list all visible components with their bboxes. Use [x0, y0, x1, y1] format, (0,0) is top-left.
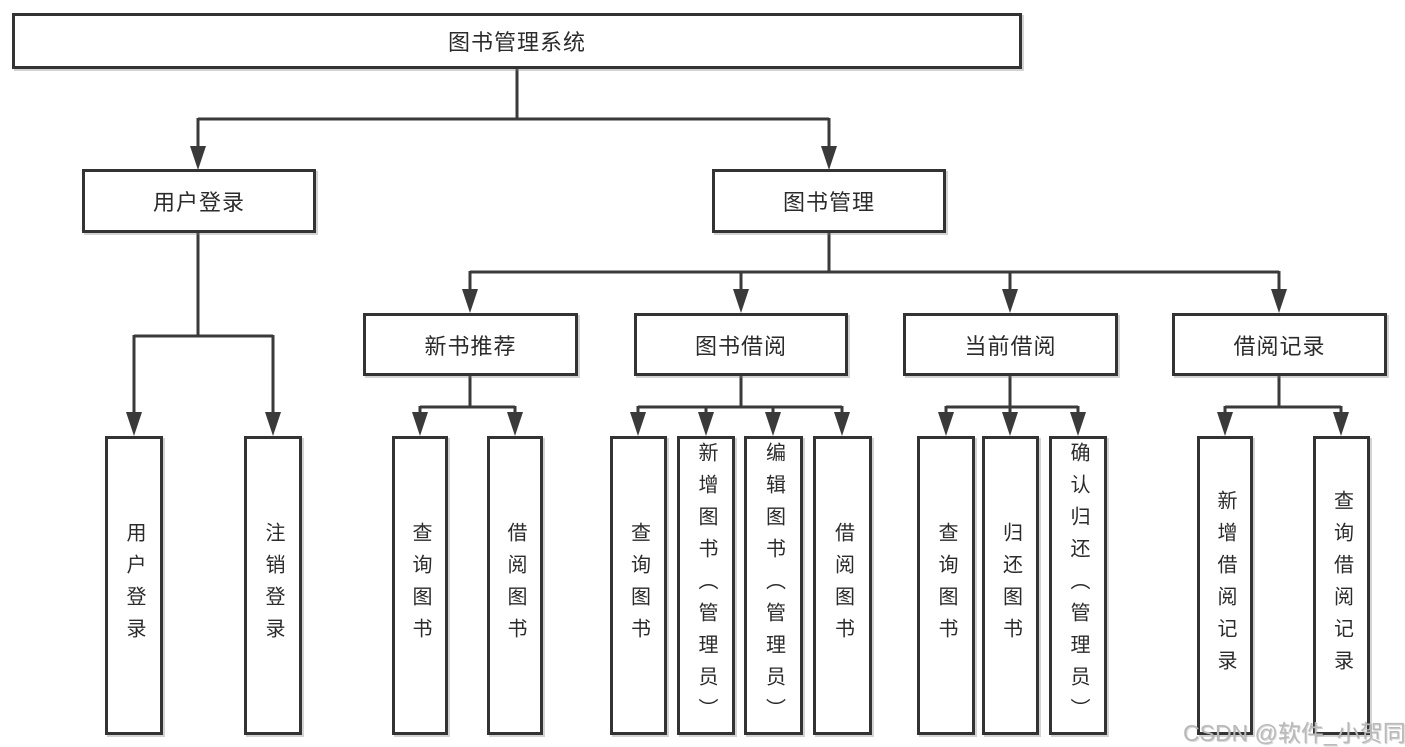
- leaf-return-books: 归还图书: [982, 436, 1039, 735]
- leaf-borrow-books-recommend-label: 借阅图书: [504, 521, 526, 650]
- leaf-query-borrow-record-label: 查询借阅记录: [1330, 489, 1353, 682]
- node-book-management-label: 图书管理: [782, 190, 875, 215]
- leaf-edit-books-admin-label: 编辑图书（管理员）: [762, 441, 785, 730]
- leaf-query-books-borrow-label: 查询图书: [627, 521, 650, 650]
- connector-user-login-branch: [126, 233, 281, 436]
- node-user-login: 用户登录: [82, 169, 316, 233]
- node-borrow-records-label: 借阅记录: [1233, 333, 1326, 359]
- leaf-confirm-return-admin: 确认归还（管理员）: [1049, 436, 1107, 735]
- leaf-user-login-label: 用户登录: [123, 521, 145, 650]
- connector-root-to-level2: [190, 68, 837, 170]
- connector-borrow-records-branch: [1217, 376, 1349, 436]
- leaf-logout-label: 注销登录: [262, 521, 284, 650]
- node-book-borrow: 图书借阅: [634, 313, 848, 376]
- leaf-add-borrow-record-label: 新增借阅记录: [1214, 489, 1236, 682]
- connector-current-borrow-branch: [938, 376, 1086, 436]
- node-user-login-label: 用户登录: [152, 190, 245, 215]
- node-borrow-records: 借阅记录: [1172, 313, 1387, 376]
- node-current-borrow: 当前借阅: [903, 313, 1118, 376]
- leaf-query-books-borrow: 查询图书: [610, 436, 667, 735]
- node-root: 图书管理系统: [12, 13, 1022, 69]
- leaf-user-login: 用户登录: [105, 436, 163, 735]
- node-new-book-recommend: 新书推荐: [363, 313, 578, 376]
- leaf-return-books-label: 归还图书: [999, 521, 1022, 650]
- leaf-query-books-current-label: 查询图书: [935, 521, 957, 650]
- leaf-edit-books-admin: 编辑图书（管理员）: [744, 436, 803, 735]
- leaf-add-books-admin-label: 新增图书（管理员）: [695, 441, 717, 730]
- leaf-add-books-admin: 新增图书（管理员）: [677, 436, 735, 735]
- csdn-watermark: CSDN @软件_小贺同学: [1183, 720, 1405, 746]
- leaf-query-books-recommend-label: 查询图书: [409, 521, 431, 650]
- node-book-management: 图书管理: [712, 169, 946, 233]
- node-root-label: 图书管理系统: [447, 30, 586, 55]
- connector-book-management-branch: [462, 233, 1287, 313]
- leaf-borrow-books-label: 借阅图书: [831, 521, 854, 650]
- connector-book-borrow-branch: [630, 376, 850, 436]
- leaf-query-books-current: 查询图书: [917, 436, 975, 735]
- node-new-book-recommend-label: 新书推荐: [424, 333, 517, 359]
- leaf-query-borrow-record: 查询借阅记录: [1313, 436, 1370, 735]
- node-book-borrow-label: 图书借阅: [694, 333, 787, 359]
- leaf-add-borrow-record: 新增借阅记录: [1197, 436, 1253, 735]
- leaf-confirm-return-admin-label: 确认归还（管理员）: [1067, 441, 1089, 730]
- leaf-logout: 注销登录: [244, 436, 302, 735]
- leaf-borrow-books-recommend: 借阅图书: [487, 436, 543, 735]
- leaf-borrow-books: 借阅图书: [813, 436, 872, 735]
- node-current-borrow-label: 当前借阅: [964, 333, 1057, 359]
- connector-new-book-recommend-branch: [412, 376, 523, 436]
- leaf-query-books-recommend: 查询图书: [392, 436, 448, 735]
